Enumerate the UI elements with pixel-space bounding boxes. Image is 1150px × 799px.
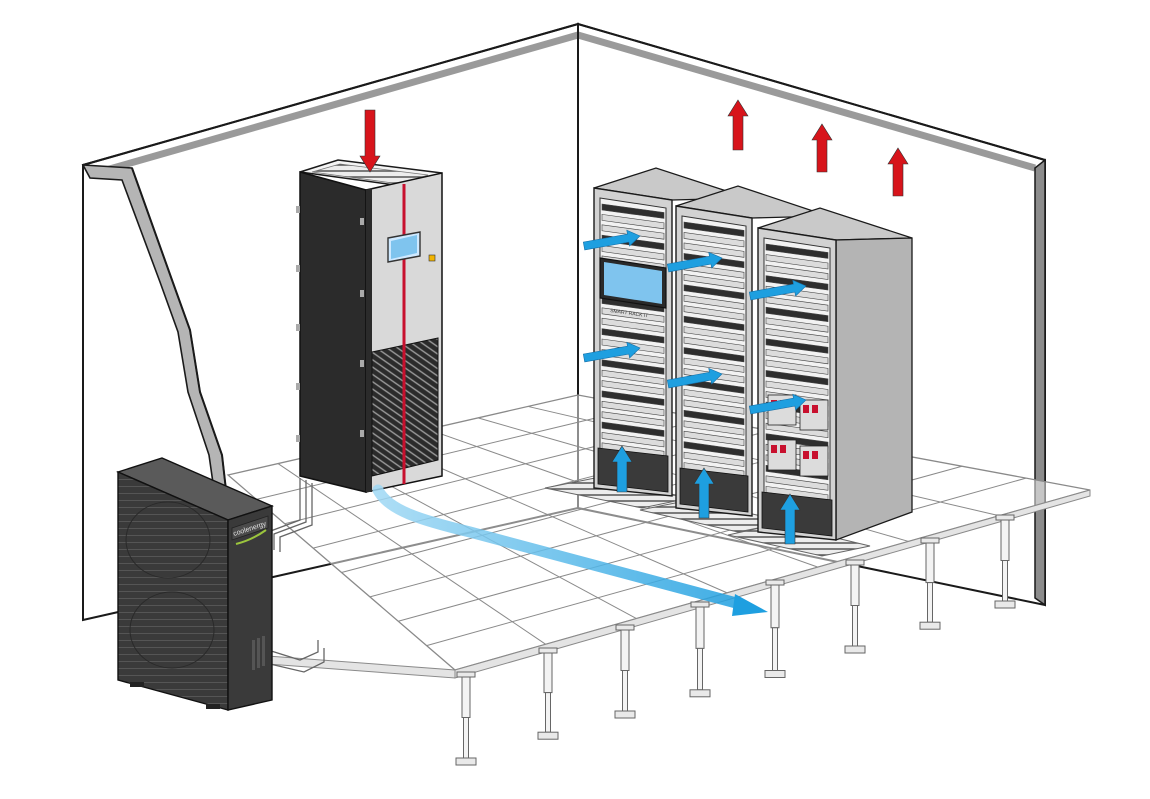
crac-side-panel <box>299 171 367 493</box>
server-unit <box>683 326 745 342</box>
server-unit <box>683 389 745 405</box>
server-unit <box>601 328 665 344</box>
rack-module <box>767 439 797 471</box>
server-unit <box>765 243 829 259</box>
server-unit <box>683 420 745 436</box>
hot-air-exhaust-arrow <box>887 147 909 197</box>
server-unit <box>601 317 665 334</box>
server-unit <box>683 441 745 457</box>
airflow-arrows <box>359 99 909 545</box>
server-unit <box>765 254 829 270</box>
server-racks: SMART RACK IT <box>593 167 913 541</box>
server-unit <box>601 307 665 323</box>
rack-intake-cold-air-arrow <box>582 341 641 363</box>
underfloor-cold-air-flow <box>372 484 768 616</box>
server-unit <box>601 400 665 417</box>
floor-pedestal <box>537 647 559 740</box>
server-unit <box>765 317 829 333</box>
floor-pedestal <box>455 671 477 766</box>
hot-air-exhaust-arrow <box>811 123 833 173</box>
server-unit <box>765 475 829 491</box>
server-unit <box>765 359 829 375</box>
server-unit <box>683 294 745 310</box>
server-unit <box>601 224 665 240</box>
rack-side <box>835 237 913 541</box>
server-unit <box>683 451 745 467</box>
rack-intake-cold-air-arrow <box>666 251 723 273</box>
hot-air-exhaust-arrow <box>727 99 749 151</box>
floor-supply-cold-air-arrow <box>779 493 801 545</box>
outdoor-unit-brand-plate <box>231 515 269 541</box>
floor-flow-arrowhead <box>732 594 768 616</box>
rack-intake-cold-air-arrow <box>582 229 641 251</box>
server-unit <box>601 214 665 230</box>
server-unit <box>601 390 665 406</box>
server-unit <box>683 409 745 426</box>
server-unit <box>601 245 665 261</box>
rack-intake-cold-air-arrow <box>666 367 723 389</box>
server-unit <box>683 242 745 258</box>
floor-pedestal <box>764 579 786 678</box>
floor-pedestals <box>455 514 1016 766</box>
server-unit <box>683 336 745 352</box>
server-unit <box>765 264 829 280</box>
server-unit <box>683 430 745 446</box>
server-unit <box>683 315 745 331</box>
server-unit <box>765 296 829 312</box>
rack-display-caption: SMART RACK IT <box>610 308 649 319</box>
server-unit <box>765 349 829 365</box>
rack-module <box>799 399 829 431</box>
server-unit <box>683 232 745 248</box>
server-rack-3 <box>757 207 913 541</box>
crac-return-hot-air-arrow <box>359 109 381 173</box>
floor-grid-line <box>256 406 643 500</box>
server-unit <box>683 357 745 373</box>
server-unit <box>765 338 829 354</box>
server-unit <box>601 203 665 219</box>
server-rack-2 <box>675 185 829 517</box>
rack-intake-cold-air-arrow <box>748 393 807 415</box>
server-unit <box>601 432 665 448</box>
server-unit <box>601 421 665 437</box>
server-unit <box>601 359 665 375</box>
server-unit <box>683 399 745 415</box>
server-unit <box>765 380 829 396</box>
server-unit <box>765 306 829 323</box>
server-unit <box>601 380 665 396</box>
server-unit <box>683 284 745 300</box>
server-unit <box>683 273 745 290</box>
server-unit <box>601 369 665 385</box>
crac-indicator-light <box>428 254 436 262</box>
outdoor-condenser-unit: coolenergy <box>116 457 274 711</box>
rack-module <box>799 445 829 477</box>
crac-unit <box>296 159 443 493</box>
floor-pedestal <box>844 559 866 654</box>
floor-pedestal <box>614 624 636 719</box>
server-unit <box>683 305 745 321</box>
outdoor-unit-front <box>227 505 273 711</box>
floor-grid-line <box>426 477 1027 647</box>
rack-monitor-screen <box>599 257 667 309</box>
server-unit <box>601 411 665 427</box>
floor-pedestal <box>689 601 711 698</box>
server-unit <box>765 327 829 344</box>
floor-supply-cold-air-arrow <box>611 445 633 493</box>
floor-supply-cold-air-arrow <box>693 467 715 519</box>
right-wall-end <box>1034 158 1046 607</box>
server-unit <box>765 370 829 386</box>
rack-intake-cold-air-arrow <box>748 279 807 301</box>
server-unit <box>683 347 745 363</box>
floor-pedestal <box>919 537 941 630</box>
server-unit <box>683 221 745 237</box>
floor-pedestal <box>994 514 1016 609</box>
crac-display-screen <box>387 231 421 263</box>
